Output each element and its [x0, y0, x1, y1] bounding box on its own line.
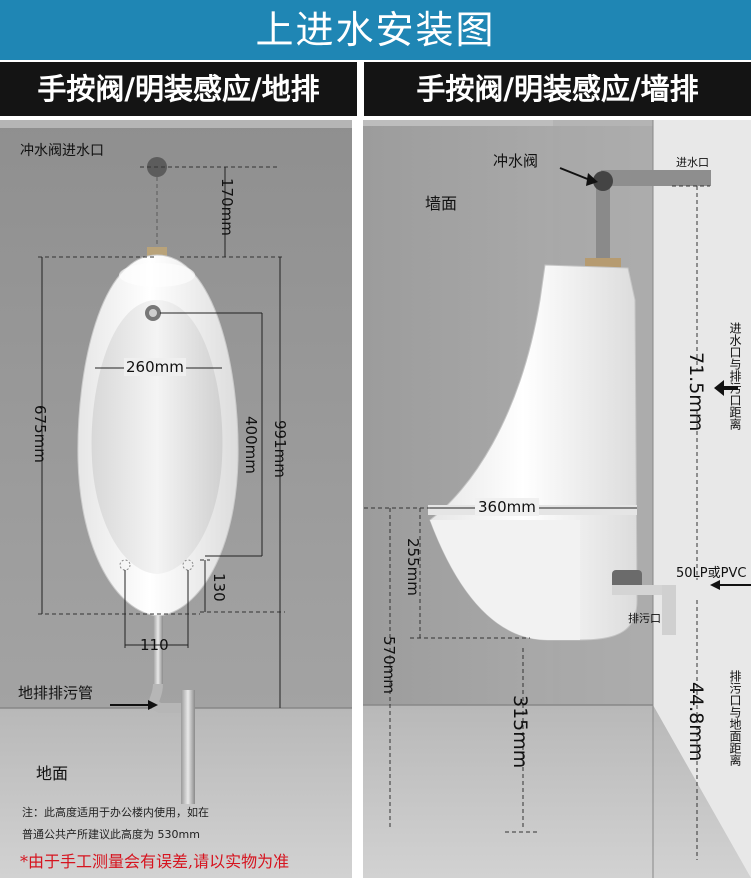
body-height-dim: 675mm: [31, 405, 49, 463]
title-bar: [0, 0, 751, 60]
floor-label: 地面: [36, 764, 69, 783]
sensor-outlet-dim: 400mm: [242, 416, 260, 474]
height-note-line-2: 普通公共产所建议此高度为 530mm: [22, 828, 200, 841]
flush-valve-label: 冲水阀: [493, 152, 539, 170]
bottom-clearance-dim: 315mm: [509, 695, 531, 769]
width-dim: 260mm: [124, 358, 186, 376]
footer-disclaimer: *由于手工测量会有误差,请以实物为准: [20, 852, 290, 871]
outlet-offset-dim: 130: [210, 573, 228, 602]
valve-inlet-label: 冲水阀进水口: [20, 143, 104, 159]
lower-depth-dim: 255mm: [404, 538, 422, 596]
inlet-outlet-distance-dim: 71.5mm: [685, 352, 707, 432]
inlet-label: 进水口: [676, 156, 709, 169]
total-height-dim: 991mm: [271, 420, 289, 478]
rim-height-dim: 570mm: [380, 636, 398, 694]
inlet-outlet-distance-label: 进水口与排污口距离: [728, 322, 742, 430]
wall-label: 墙面: [425, 194, 458, 213]
bolt-spacing-dim: 110: [140, 636, 169, 654]
outlet-height-dim: 44.8mm: [685, 682, 707, 762]
pipe-spec-label: 50LP或PVC: [676, 566, 747, 581]
outlet-height-label: 排污口与地面距离: [728, 670, 742, 766]
outlet-label: 排污口: [628, 612, 661, 625]
floor-drain-pipe-label: 地排排污管: [18, 684, 94, 702]
right-panel-header: 手按阀/明装感应/墙排: [364, 62, 751, 116]
left-panel-header: 手按阀/明装感应/地排: [0, 62, 357, 116]
depth-dim: 360mm: [475, 498, 539, 516]
page-title: 上进水安装图: [255, 8, 496, 52]
height-note-line-1: 注：此高度适用于办公楼内使用，如在: [22, 806, 209, 819]
inlet-height-dim: 170mm: [218, 178, 236, 236]
